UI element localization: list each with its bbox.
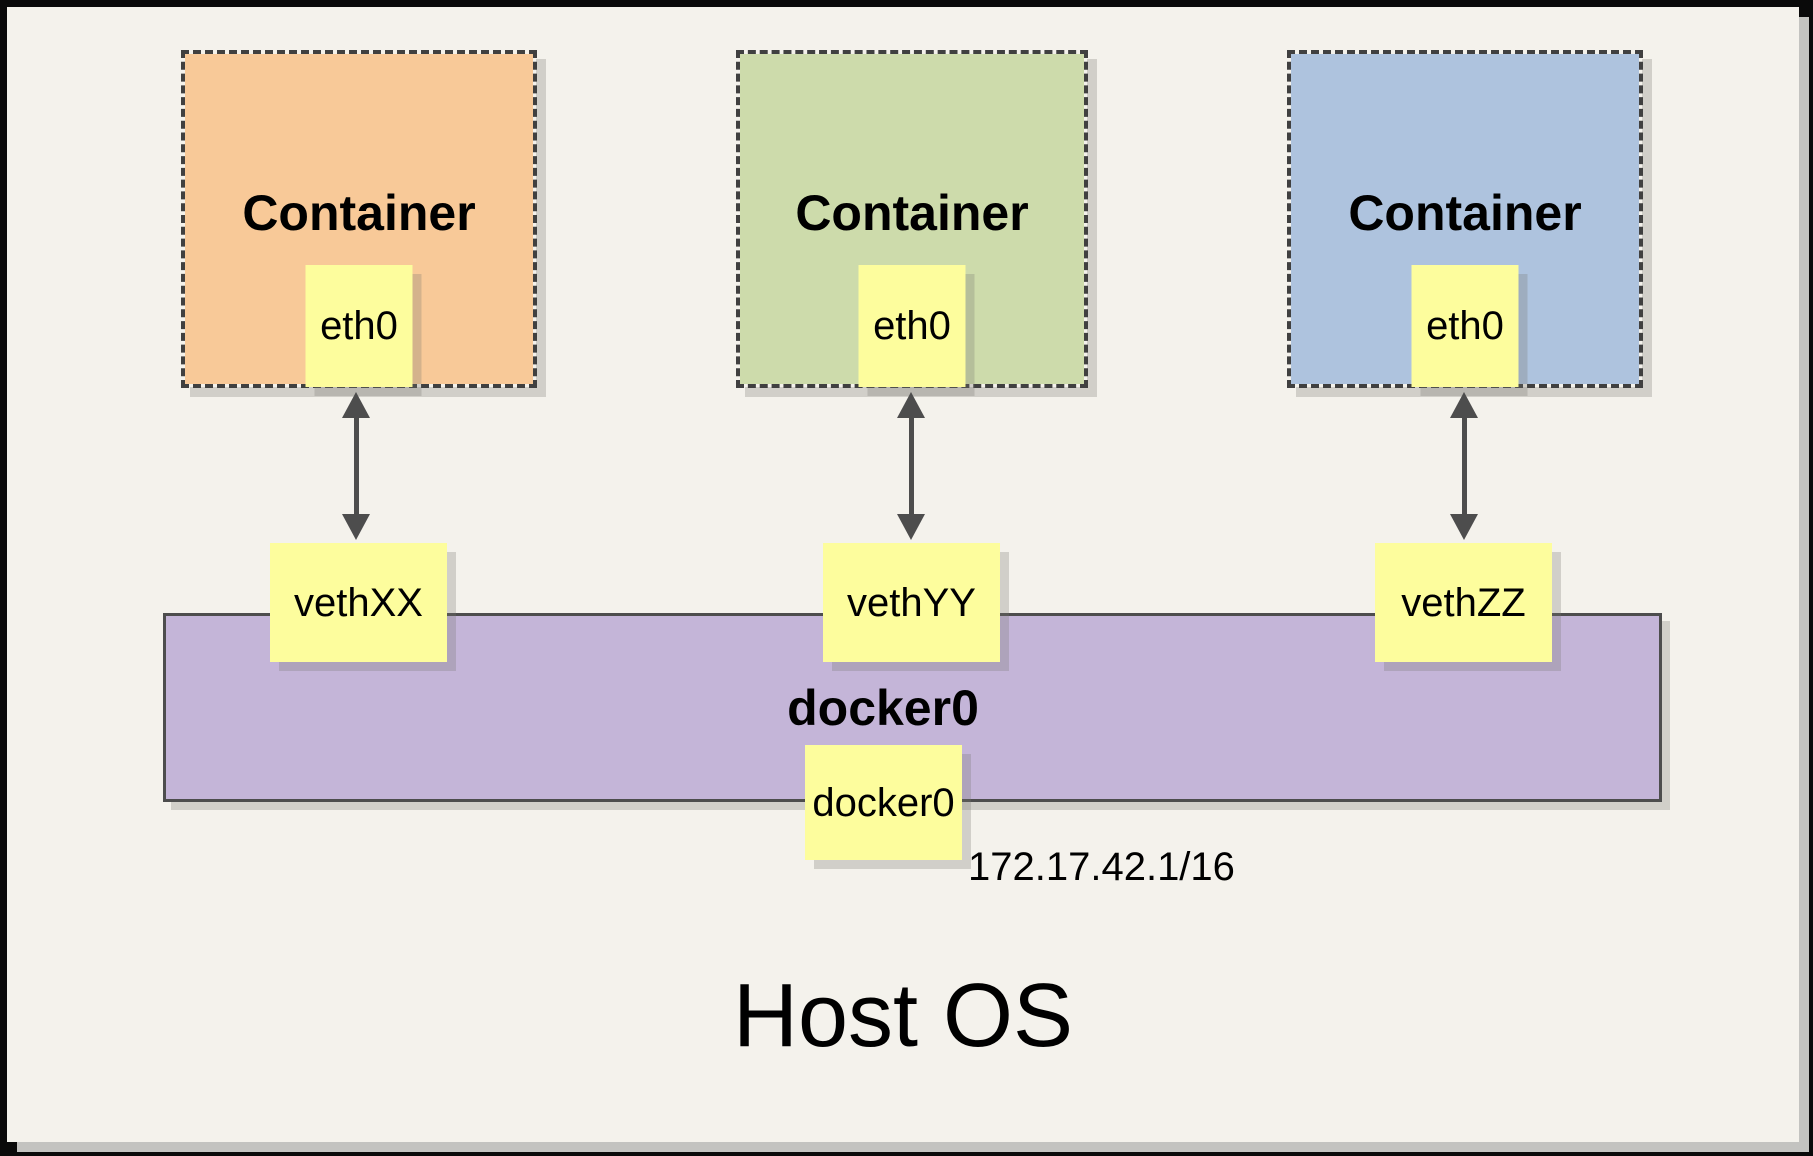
bidirectional-arrow-3	[1450, 392, 1478, 540]
arrow-down-icon	[897, 514, 925, 540]
veth-label: vethZZ	[1401, 580, 1526, 625]
eth0-interface-box-2: eth0	[858, 265, 966, 387]
veth-interface-box-3: vethZZ	[1375, 543, 1552, 662]
arrow-stem	[353, 418, 359, 514]
arrow-stem	[1461, 418, 1467, 514]
docker0-interface-box: docker0	[805, 745, 962, 860]
arrow-down-icon	[1450, 514, 1478, 540]
eth0-label: eth0	[1426, 304, 1504, 348]
bridge-ip-label: 172.17.42.1/16	[968, 845, 1235, 889]
bidirectional-arrow-1	[342, 392, 370, 540]
arrow-down-icon	[342, 514, 370, 540]
docker0-interface-label: docker0	[812, 780, 955, 825]
arrow-up-icon	[1450, 392, 1478, 418]
container-box-1: Container eth0	[181, 50, 537, 388]
veth-interface-box-2: vethYY	[823, 543, 1000, 662]
host-os-canvas: Container eth0 Container eth0 Container …	[7, 7, 1799, 1142]
arrow-up-icon	[342, 392, 370, 418]
host-os-label: Host OS	[732, 966, 1074, 1066]
arrow-up-icon	[897, 392, 925, 418]
container-label: Container	[242, 185, 476, 241]
veth-label: vethYY	[847, 580, 976, 625]
eth0-label: eth0	[320, 304, 398, 348]
bidirectional-arrow-2	[897, 392, 925, 540]
veth-interface-box-1: vethXX	[270, 543, 447, 662]
bridge-name-label: docker0	[787, 680, 979, 736]
veth-label: vethXX	[294, 580, 423, 625]
eth0-interface-box-3: eth0	[1411, 265, 1519, 387]
container-box-2: Container eth0	[736, 50, 1088, 388]
container-box-3: Container eth0	[1287, 50, 1643, 388]
container-label: Container	[1348, 185, 1582, 241]
eth0-interface-box-1: eth0	[305, 265, 413, 387]
container-label: Container	[795, 185, 1029, 241]
arrow-stem	[908, 418, 914, 514]
eth0-label: eth0	[873, 304, 951, 348]
